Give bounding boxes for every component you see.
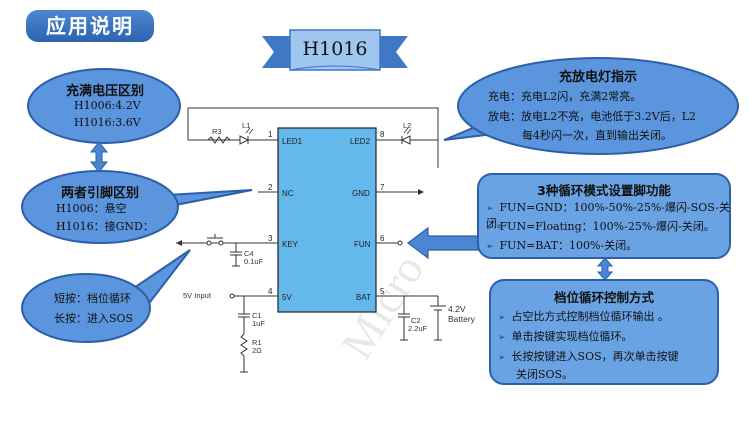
c4-value: 0.1uF bbox=[244, 257, 264, 266]
c2-name: C2 bbox=[411, 316, 421, 325]
key-bubble-shape bbox=[21, 249, 191, 343]
key-bubble-line: 长按：进入SOS bbox=[54, 312, 134, 325]
fun-terminal bbox=[397, 240, 403, 246]
charge-bubble-title: 充放电灯指示 bbox=[558, 70, 637, 85]
pin-bubble-line: H1006：悬空 bbox=[56, 202, 127, 215]
charge-bubble-shape bbox=[443, 57, 739, 155]
mode-panel-item-text: FUN=BAT：100%-关闭。 bbox=[499, 239, 638, 252]
gear-panel-item-text: 单击按键实现档位循环。 bbox=[511, 330, 633, 343]
gnd-arrow bbox=[418, 189, 424, 195]
c2-value: 2.2uF bbox=[408, 324, 428, 333]
battery bbox=[430, 296, 446, 341]
c4-name: C4 bbox=[244, 249, 254, 258]
fun-pointer-arrow-icon bbox=[407, 226, 479, 260]
chip-body bbox=[277, 127, 377, 313]
l1-label: L1 bbox=[242, 121, 251, 130]
gear-panel-item: ➢ 长按按键进入SOS，再次单击按键 bbox=[498, 348, 679, 364]
pin-name: GND bbox=[352, 189, 370, 198]
chip-name-banner bbox=[262, 29, 408, 71]
r3-label: R3 bbox=[212, 127, 222, 136]
bullet-arrow-icon: ➢ bbox=[486, 204, 494, 214]
pin-name: KEY bbox=[282, 240, 299, 249]
voltage-bubble-line: H1006:4.2V bbox=[74, 99, 141, 112]
pin-name: FUN bbox=[354, 240, 371, 249]
pin-name: LED1 bbox=[282, 137, 303, 146]
resistor-r3 bbox=[207, 136, 231, 144]
gear-panel-item-text: 占空比方式控制档位循环输出 。 bbox=[511, 310, 670, 323]
bullet-arrow-icon: ➢ bbox=[498, 313, 506, 323]
chip-name: H1016 bbox=[302, 38, 368, 60]
charge-bubble-line: 放电：放电L2不亮，电池低于3.2V后，L2 bbox=[488, 110, 697, 123]
pin-number: 8 bbox=[380, 130, 385, 139]
mode-panel-shape bbox=[477, 173, 731, 259]
bullet-arrow-icon: ➢ bbox=[486, 242, 494, 252]
left-pin-wires bbox=[176, 191, 278, 297]
gear-panel-item-continuation: 关闭SOS。 bbox=[516, 368, 574, 381]
double-arrow-left-icon bbox=[89, 141, 109, 173]
r1-name: R1 bbox=[252, 338, 262, 347]
pin-bubble-line: H1016：接GND： bbox=[56, 220, 154, 233]
mode-panel-item: ➢FUN=GND：100%-50%-25%-爆闪-SOS-关闭。 bbox=[486, 199, 750, 231]
bullet-arrow-icon: ➢ bbox=[486, 223, 494, 233]
pin-name: BAT bbox=[356, 293, 371, 302]
gear-panel-shape bbox=[489, 279, 719, 385]
mode-panel-item-text: FUN=Floating：100%-25%-爆闪-关闭。 bbox=[499, 220, 715, 233]
capacitor-c4 bbox=[230, 243, 242, 267]
gear-panel-item: ➢ 占空比方式控制档位循环输出 。 bbox=[498, 308, 669, 324]
gear-panel-title: 档位循环控制方式 bbox=[553, 290, 654, 305]
pin-name: 5V bbox=[282, 293, 292, 302]
pin-number: 1 bbox=[268, 130, 273, 139]
led-loop-wire bbox=[187, 107, 439, 141]
key-arrow bbox=[176, 240, 182, 246]
voltage-bubble-shape bbox=[27, 68, 181, 144]
charge-bubble-line: 每4秒闪一次，直到输出关闭。 bbox=[522, 129, 672, 142]
key-switch bbox=[206, 234, 224, 246]
pin-number: 4 bbox=[268, 287, 273, 296]
pin-bubble-shape bbox=[21, 170, 253, 244]
voltage-bubble-line: H1016:3.6V bbox=[74, 116, 141, 129]
mode-panel-item: ➢ FUN=BAT：100%-关闭。 bbox=[486, 237, 637, 253]
bullet-arrow-icon: ➢ bbox=[498, 353, 506, 363]
mode-panel-item: ➢ FUN=Floating：100%-25%-爆闪-关闭。 bbox=[486, 218, 715, 234]
input-label: 5V Input bbox=[183, 291, 211, 300]
input-terminal bbox=[229, 293, 235, 299]
gear-panel-item-text: 长按按键进入SOS，再次单击按键 bbox=[511, 350, 679, 363]
page-title: 应用说明 bbox=[26, 10, 154, 42]
charge-bubble-line: 充电：充电L2闪，充满2常亮。 bbox=[488, 90, 642, 103]
led-l1 bbox=[239, 127, 254, 145]
pin-number: 6 bbox=[380, 234, 385, 243]
gear-panel-item: ➢ 单击按键实现档位循环。 bbox=[498, 328, 633, 344]
mode-panel-item-text: FUN=GND：100%-50%-25%-爆闪-SOS-关闭。 bbox=[486, 201, 730, 230]
pin-number: 7 bbox=[380, 183, 385, 192]
pin-number: 5 bbox=[380, 287, 385, 296]
pin-name: LED2 bbox=[350, 137, 371, 146]
key-bubble-line: 短按：档位循环 bbox=[54, 292, 131, 305]
c1-value: 1uF bbox=[252, 319, 265, 328]
capacitor-c1-resistor-r1 bbox=[238, 296, 250, 373]
led-l2 bbox=[400, 127, 412, 145]
pin-bubble-title: 两者引脚区别 bbox=[60, 186, 139, 201]
double-arrow-right-icon bbox=[596, 257, 614, 281]
battery-label: Battery bbox=[448, 314, 475, 324]
bullet-arrow-icon: ➢ bbox=[498, 333, 506, 343]
voltage-bubble-title: 充满电压区别 bbox=[65, 84, 144, 99]
c1-name: C1 bbox=[252, 311, 262, 320]
r1-value: 2Ω bbox=[252, 346, 262, 355]
battery-voltage: 4.2V bbox=[448, 304, 466, 314]
pin-name: NC bbox=[282, 189, 294, 198]
pin-number: 3 bbox=[268, 234, 273, 243]
right-pin-wires bbox=[376, 140, 439, 297]
pin-number: 2 bbox=[268, 183, 273, 192]
capacitor-c2 bbox=[398, 296, 410, 341]
mode-panel-title: 3种循环模式设置脚功能 bbox=[537, 183, 671, 198]
l2-label: L2 bbox=[403, 121, 412, 130]
